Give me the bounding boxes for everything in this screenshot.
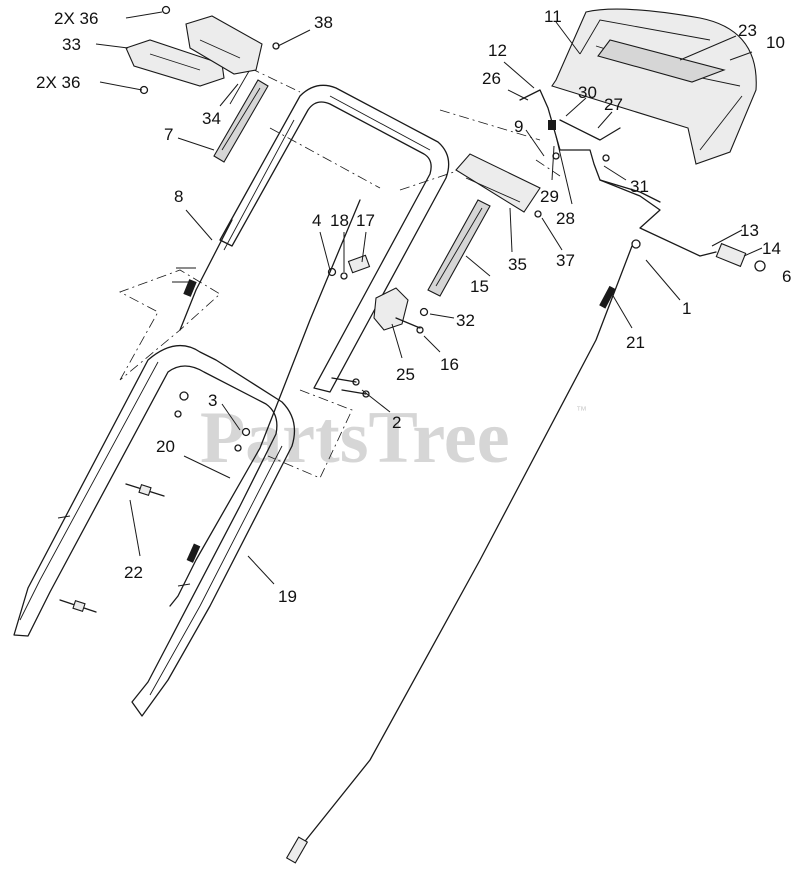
callout-29: 29 — [540, 187, 559, 206]
callout-3: 3 — [208, 391, 217, 410]
callout-1: 1 — [682, 299, 691, 318]
callout-20: 20 — [156, 437, 175, 456]
callout-19: 19 — [278, 587, 297, 606]
part-upper-bracket[interactable] — [185, 15, 263, 75]
part-34-bracket[interactable] — [229, 65, 253, 105]
part-15-rail[interactable] — [427, 199, 491, 297]
part-13-14-6[interactable] — [599, 179, 766, 272]
callout-14: 14 — [762, 239, 781, 258]
callout-36-top: 2X 36 — [54, 9, 98, 28]
callout-30: 30 — [578, 83, 597, 102]
watermark: PartsTree ™ — [200, 397, 587, 479]
part-2-bolts[interactable] — [331, 377, 370, 398]
callout-34: 34 — [202, 109, 221, 128]
part-7-rail[interactable] — [213, 79, 269, 163]
callout-25: 25 — [396, 365, 415, 384]
callout-4: 4 — [312, 211, 321, 230]
callout-33: 33 — [62, 35, 81, 54]
callout-32: 32 — [456, 311, 475, 330]
callout-23: 23 — [738, 21, 757, 40]
callout-10: 10 — [766, 33, 785, 52]
leader-lines — [95, 11, 763, 585]
lower-handle[interactable] — [13, 344, 296, 717]
upper-handle[interactable] — [219, 84, 450, 393]
part-21-cable[interactable] — [285, 245, 633, 864]
callout-35: 35 — [508, 255, 527, 274]
part-8-cable[interactable] — [172, 219, 233, 331]
callout-28: 28 — [556, 209, 575, 228]
callout-13: 13 — [740, 221, 759, 240]
callout-6: 6 — [782, 267, 791, 286]
watermark-trademark: ™ — [576, 405, 587, 417]
part-35-bracket[interactable] — [455, 153, 542, 218]
callout-22: 22 — [124, 563, 143, 582]
callout-37: 37 — [556, 251, 575, 270]
callout-26: 26 — [482, 69, 501, 88]
bail-rod-assembly[interactable] — [519, 89, 661, 203]
callout-11: 11 — [544, 7, 562, 26]
part-3-hardware[interactable] — [174, 391, 251, 452]
callout-17: 17 — [356, 211, 375, 230]
callout-27: 27 — [604, 95, 623, 114]
callout-18: 18 — [330, 211, 349, 230]
callout-8: 8 — [174, 187, 183, 206]
part-22-pins[interactable] — [59, 483, 165, 613]
callout-31: 31 — [630, 177, 649, 196]
callouts: 2X 36 33 2X 36 38 34 7 8 11 23 10 12 26 … — [36, 7, 791, 606]
parts-4-18-17-hardware[interactable] — [327, 254, 371, 280]
callout-2: 2 — [392, 413, 401, 432]
callout-36-bottom: 2X 36 — [36, 73, 80, 92]
watermark-text: PartsTree — [200, 397, 510, 479]
part-25-bracket[interactable] — [373, 287, 429, 334]
callout-15: 15 — [470, 277, 489, 296]
callout-9: 9 — [514, 117, 523, 136]
part-33-bracket[interactable] — [125, 39, 225, 87]
callout-16: 16 — [440, 355, 459, 374]
control-housing[interactable] — [551, 8, 757, 165]
callout-12: 12 — [488, 41, 507, 60]
callout-38: 38 — [314, 13, 333, 32]
callout-7: 7 — [164, 125, 173, 144]
part-20-cable[interactable] — [169, 199, 361, 607]
callout-21: 21 — [626, 333, 645, 352]
